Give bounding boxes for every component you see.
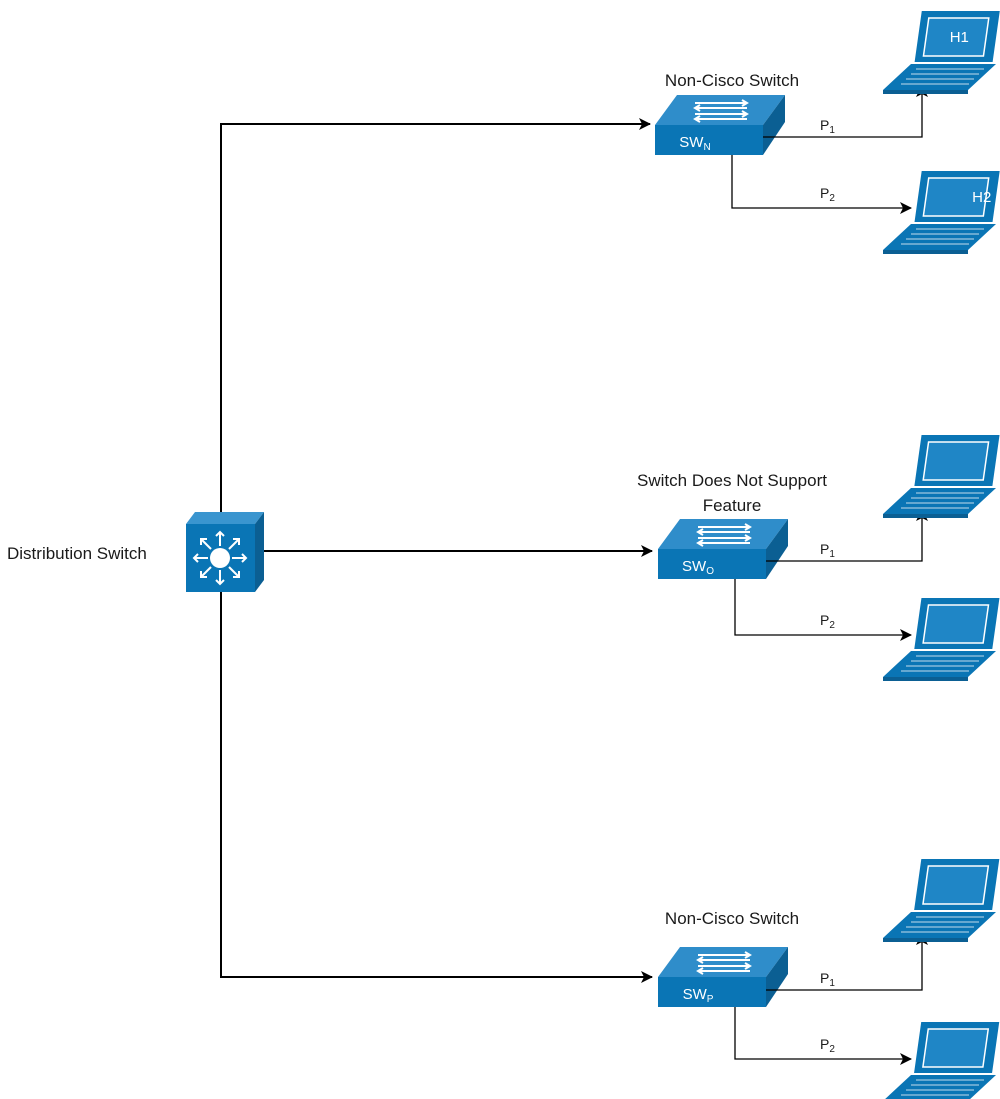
port-label-1: P1	[820, 541, 835, 560]
laptop-icon	[883, 171, 1000, 254]
laptop-h1[interactable]: H1	[883, 11, 1000, 94]
port-label-2: P2	[820, 185, 835, 204]
switch-icon	[658, 519, 788, 579]
port-label-1: P1	[820, 117, 835, 136]
host-label: H2	[972, 189, 991, 206]
link-to-swn	[220, 118, 651, 512]
trunk-links	[220, 118, 653, 983]
laptop-icon	[883, 435, 1000, 518]
distribution-switch[interactable]: Distribution Switch	[7, 512, 264, 592]
link-to-swp	[220, 592, 653, 983]
port-link-2	[734, 579, 912, 641]
switch-title: Switch Does Not Support	[637, 471, 827, 490]
port-link-2	[731, 155, 912, 214]
switch-name: SWN	[679, 134, 710, 153]
laptop-h6[interactable]: H6	[883, 1022, 1000, 1099]
switch-name: SWP	[683, 986, 714, 1005]
port-label-2: P2	[820, 612, 835, 631]
layer3-switch-icon	[186, 512, 264, 592]
laptop-icon	[885, 1022, 1000, 1099]
host-label: H1	[950, 29, 969, 46]
switch-title: Feature	[703, 496, 762, 515]
laptop-icon	[883, 11, 1000, 94]
port-link-1	[766, 509, 928, 562]
laptop-h2[interactable]: H2	[883, 171, 1000, 254]
port-link-1	[766, 933, 928, 991]
laptop-h5[interactable]: H5	[883, 859, 1000, 942]
switch-icon	[655, 95, 785, 155]
switch-name: SWO	[682, 558, 714, 577]
port-label-1: P1	[820, 970, 835, 989]
laptop-icon	[883, 598, 1000, 681]
port-link-1	[763, 85, 928, 138]
switch-title: Non-Cisco Switch	[665, 71, 799, 90]
switch-icon	[658, 947, 788, 1007]
distribution-switch-label: Distribution Switch	[7, 544, 147, 563]
laptop-h4[interactable]: H4	[883, 598, 1000, 681]
port-label-2: P2	[820, 1036, 835, 1055]
switch-title: Non-Cisco Switch	[665, 909, 799, 928]
port-link-2	[734, 1007, 912, 1065]
laptop-h3[interactable]: H3	[883, 435, 1000, 518]
laptop-icon	[883, 859, 1000, 942]
